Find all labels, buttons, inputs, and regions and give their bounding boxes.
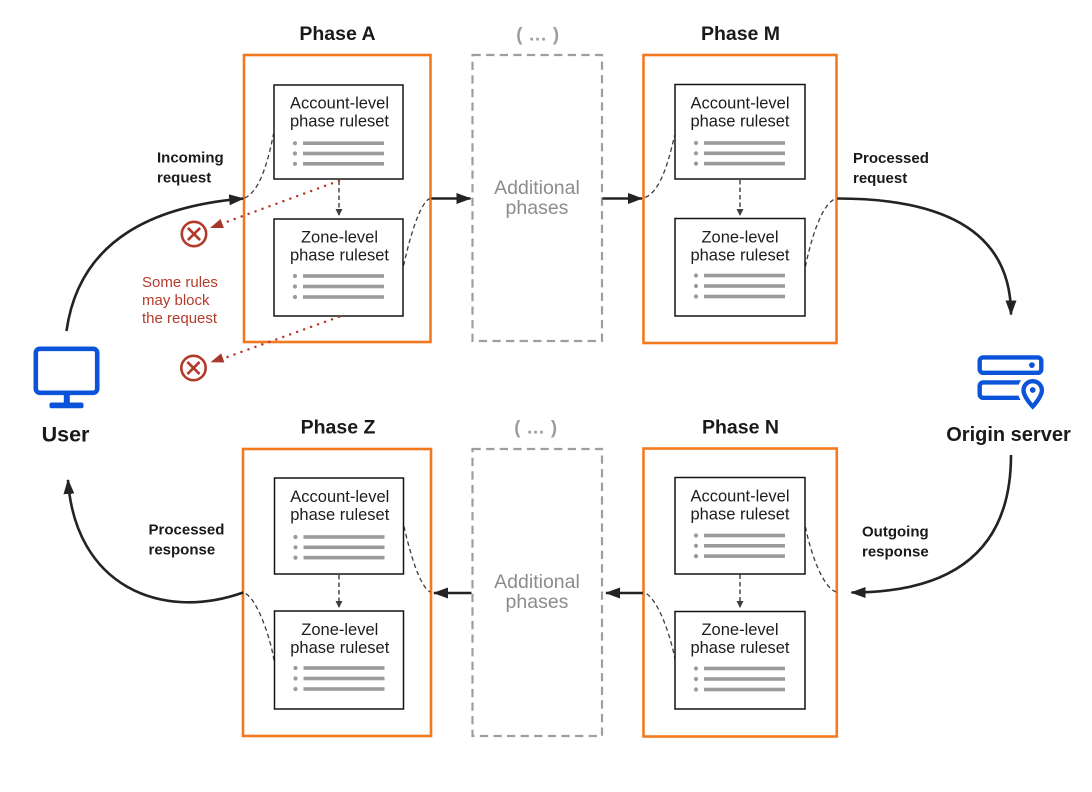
svg-text:Phase M: Phase M <box>701 23 780 45</box>
svg-text:Account-level: Account-level <box>290 488 389 506</box>
svg-text:phase ruleset: phase ruleset <box>690 506 789 524</box>
svg-text:( ... ): ( ... ) <box>516 24 560 45</box>
svg-text:phase ruleset: phase ruleset <box>290 113 389 131</box>
svg-text:request: request <box>853 170 907 187</box>
svg-text:phase ruleset: phase ruleset <box>290 506 389 524</box>
svg-text:( ... ): ( ... ) <box>514 417 558 438</box>
svg-text:Zone-level: Zone-level <box>701 621 778 639</box>
svg-text:phase ruleset: phase ruleset <box>690 639 789 657</box>
svg-text:Processed: Processed <box>853 150 929 167</box>
svg-text:Phase N: Phase N <box>702 417 779 439</box>
svg-text:User: User <box>42 423 90 447</box>
svg-text:phases: phases <box>506 591 569 613</box>
svg-text:may block: may block <box>142 292 210 309</box>
svg-text:Account-level: Account-level <box>290 95 389 113</box>
svg-text:Zone-level: Zone-level <box>701 229 778 247</box>
svg-text:phase ruleset: phase ruleset <box>690 113 789 131</box>
svg-text:Some rules: Some rules <box>142 274 218 291</box>
svg-text:Account-level: Account-level <box>690 95 789 113</box>
svg-text:Additional: Additional <box>494 177 580 199</box>
svg-text:phases: phases <box>506 197 569 219</box>
svg-text:Zone-level: Zone-level <box>301 229 378 247</box>
svg-text:request: request <box>157 170 211 187</box>
svg-text:response: response <box>149 542 216 559</box>
svg-text:Incoming: Incoming <box>157 150 224 167</box>
svg-text:phase ruleset: phase ruleset <box>290 639 389 657</box>
svg-text:Additional: Additional <box>494 571 580 593</box>
svg-text:the request: the request <box>142 310 218 327</box>
svg-text:Zone-level: Zone-level <box>301 621 378 639</box>
svg-text:Processed: Processed <box>149 522 225 539</box>
svg-text:Phase Z: Phase Z <box>301 417 376 439</box>
svg-text:phase ruleset: phase ruleset <box>690 247 789 265</box>
svg-text:response: response <box>862 544 929 561</box>
svg-text:Account-level: Account-level <box>690 488 789 506</box>
svg-text:Origin server: Origin server <box>946 424 1071 446</box>
svg-text:phase ruleset: phase ruleset <box>290 247 389 265</box>
svg-text:Phase A: Phase A <box>299 23 375 45</box>
svg-text:Outgoing: Outgoing <box>862 524 929 541</box>
